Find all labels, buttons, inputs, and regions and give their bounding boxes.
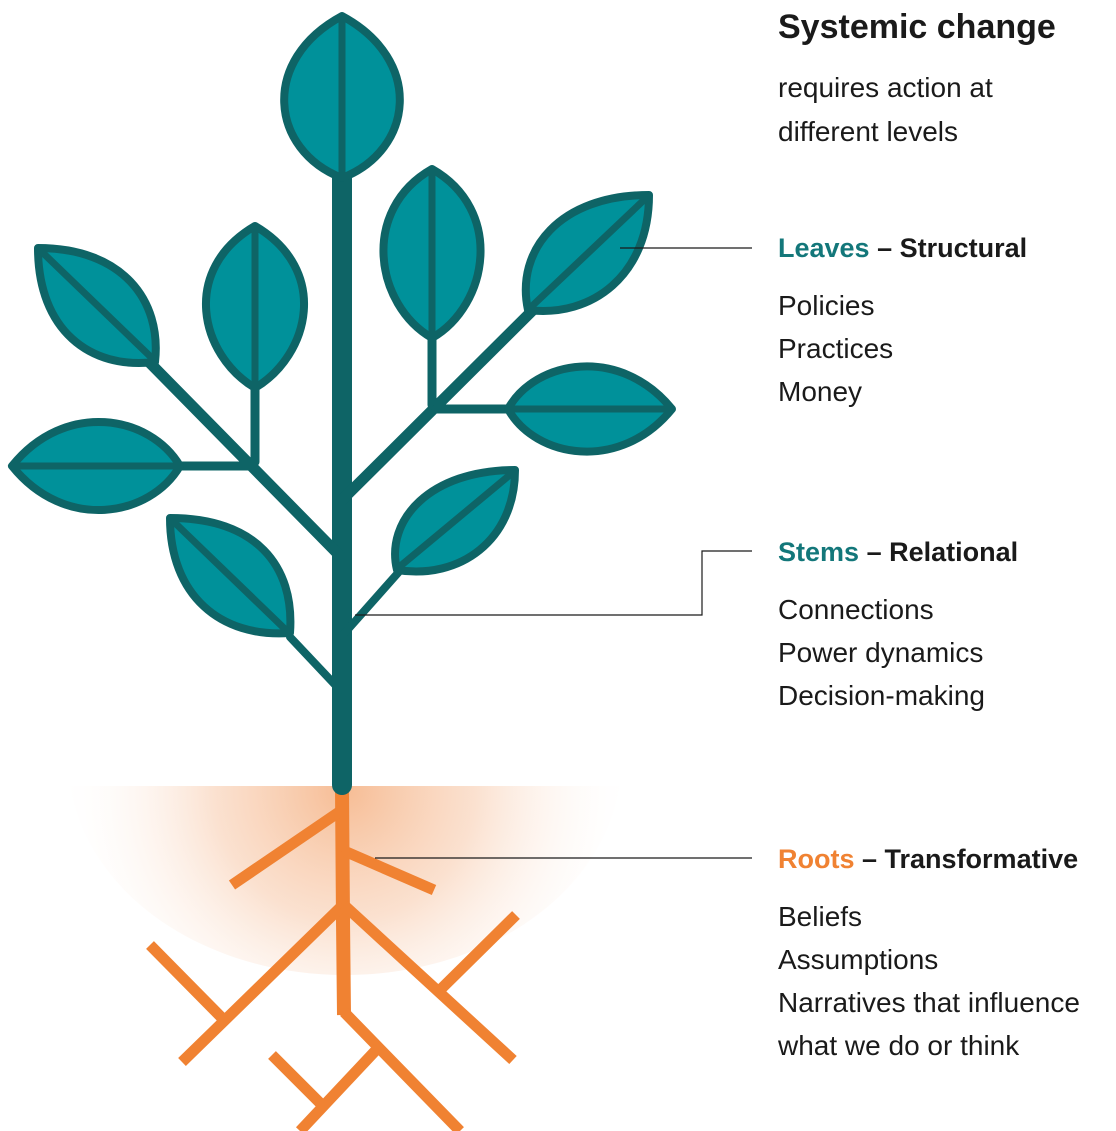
roots <box>146 787 520 1131</box>
list-item: Money <box>778 376 863 407</box>
list-item: Assumptions <box>778 944 939 975</box>
leaf-veins <box>12 16 672 636</box>
roots-list: Beliefs Assumptions Narratives that infl… <box>778 895 1080 1067</box>
stems-keyword: Stems <box>778 537 860 567</box>
connectors <box>355 247 752 859</box>
leaves-heading: Leaves – Structural <box>778 230 1027 266</box>
leaves-list: Policies Practices Money <box>778 284 893 413</box>
roots-keyword: Roots <box>778 844 855 874</box>
list-item: Narratives that influence <box>778 987 1080 1018</box>
roots-label: – Transformative <box>862 844 1079 874</box>
list-item: Connections <box>778 594 934 625</box>
list-item: Policies <box>778 290 875 321</box>
roots-heading: Roots – Transformative <box>778 841 1078 877</box>
list-item: what we do or think <box>778 1030 1020 1061</box>
subtitle-line: requires action at <box>778 72 993 103</box>
stems-label: – Relational <box>866 537 1019 567</box>
subtitle: requires action at different levels <box>778 66 993 154</box>
list-item: Power dynamics <box>778 637 984 668</box>
stems-connector <box>355 550 752 616</box>
list-item: Beliefs <box>778 901 863 932</box>
subtitle-line: different levels <box>778 116 959 147</box>
stems-list: Connections Power dynamics Decision-maki… <box>778 588 985 717</box>
page-title: Systemic change <box>778 8 1056 46</box>
stems-heading: Stems – Relational <box>778 534 1018 570</box>
list-item: Decision-making <box>778 680 985 711</box>
leaves-keyword: Leaves <box>778 233 870 263</box>
list-item: Practices <box>778 333 894 364</box>
stems <box>144 165 539 795</box>
leaves-label: – Structural <box>877 233 1028 263</box>
